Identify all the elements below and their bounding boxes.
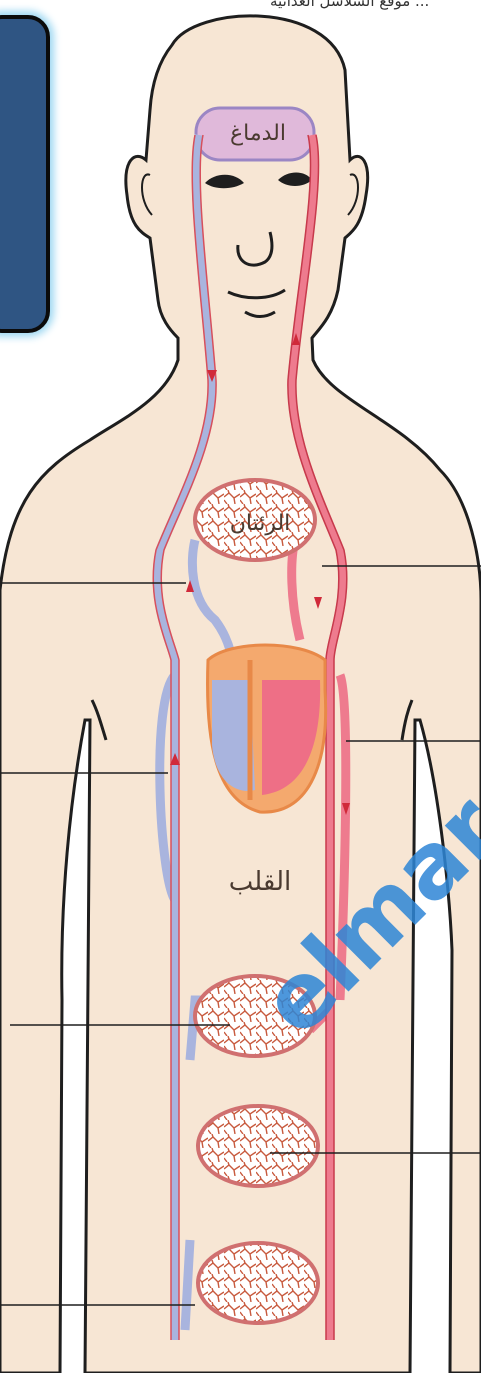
capillary-bed-3 — [198, 1243, 318, 1323]
heart-label: القلب — [229, 867, 291, 897]
lungs-label: الرئتان — [230, 511, 291, 536]
brain-label: الدماغ — [230, 121, 286, 146]
capillary-bed-2 — [198, 1106, 318, 1186]
